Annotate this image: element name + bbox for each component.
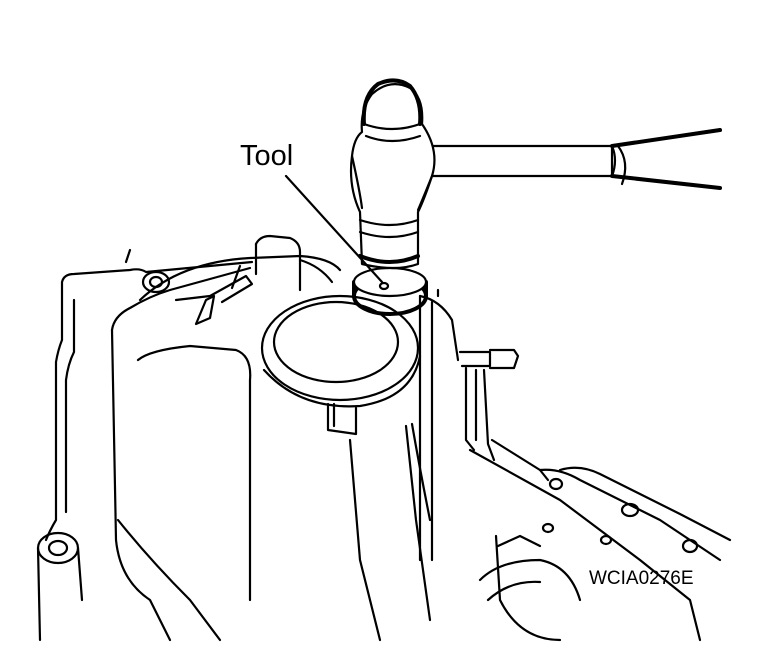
transmission-case [36, 234, 732, 642]
hammer [349, 78, 722, 270]
tool-leader-line [284, 174, 384, 284]
tool-label: Tool [240, 140, 294, 172]
figure-code: WCIA0276E [589, 568, 694, 589]
drift-tool [352, 266, 428, 316]
